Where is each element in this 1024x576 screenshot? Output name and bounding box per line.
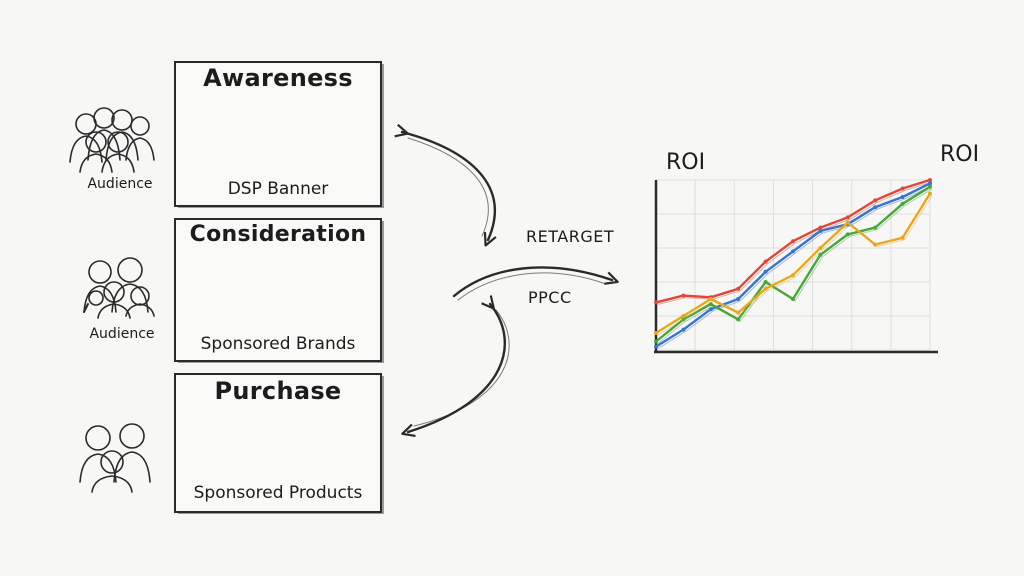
audience-label: Audience: [89, 326, 155, 342]
chart-point: [736, 286, 741, 291]
chart-point: [900, 186, 905, 191]
chart-series-line: [654, 182, 932, 348]
chart-point: [791, 297, 795, 301]
chart-point: [763, 280, 768, 284]
chart-point: [708, 297, 713, 301]
stage-label: Sponsored Brands: [200, 334, 356, 354]
stage-box-awareness: Awareness DSP Banner: [174, 61, 382, 207]
chart-point: [681, 293, 686, 298]
stage-label: DSP Banner: [227, 179, 329, 199]
stage-title: Purchase: [214, 377, 342, 405]
chart-point: [873, 198, 878, 203]
chart-point: [736, 317, 741, 322]
chart-point: [873, 205, 878, 210]
chart-point: [681, 314, 686, 318]
retarget-arrow: [402, 132, 495, 240]
chart-point: [736, 297, 741, 301]
roi-chart: [654, 178, 938, 354]
chart-point: [818, 229, 823, 233]
audience-crowd-icon: [79, 423, 151, 493]
purchase-return-arrow: [408, 304, 510, 432]
chart-series-sketch-stroke: [657, 181, 933, 305]
stage-box-consideration: Consideration Sponsored Brands: [174, 218, 382, 362]
chart-point: [928, 181, 932, 186]
chart-point: [708, 307, 713, 312]
chart-point: [845, 232, 850, 237]
chart-series-group: [654, 178, 933, 350]
chart-point: [928, 184, 932, 189]
chart-point: [818, 252, 823, 257]
chart-point: [763, 286, 768, 291]
chart-point: [654, 339, 658, 344]
ppcc-label: PPCC: [528, 288, 572, 307]
chart-series-sketch-stroke: [657, 195, 933, 336]
chart-point: [763, 259, 768, 264]
chart-point: [654, 344, 658, 349]
stage-label: Sponsored Products: [193, 483, 363, 503]
audience-label: Audience: [87, 176, 153, 192]
retarget-label: RETARGET: [526, 227, 615, 246]
chart-point: [900, 195, 905, 199]
ppcc-arrow: [452, 266, 612, 301]
chart-point: [873, 242, 878, 247]
chart-point: [654, 331, 658, 335]
chart-point: [873, 225, 878, 230]
chart-point: [928, 178, 932, 182]
stage-title: Consideration: [189, 222, 367, 247]
chart-point: [845, 220, 850, 225]
chart-point: [681, 327, 686, 332]
chart-point: [654, 300, 658, 305]
chart-point: [900, 201, 905, 206]
chart-point: [708, 302, 713, 307]
chart-point: [818, 225, 823, 230]
chart-grid: [656, 179, 931, 351]
chart-point: [736, 310, 741, 315]
chart-point: [791, 239, 795, 244]
chart-point: [818, 246, 823, 250]
chart-point: [928, 191, 932, 196]
chart-point: [845, 215, 850, 220]
chart-series-sketch-stroke: [657, 188, 933, 344]
audience-crowd-icon: [83, 257, 155, 319]
roi-axis-label: ROI: [666, 150, 706, 175]
stage-title: Awareness: [203, 64, 353, 92]
chart-point: [791, 273, 795, 278]
chart-point: [681, 317, 686, 322]
stage-box-purchase: Purchase Sponsored Products: [174, 373, 382, 513]
chart-point: [791, 249, 795, 254]
chart-point: [900, 235, 905, 240]
chart-series-sketch-stroke: [657, 184, 933, 350]
audience-crowd-icon: [69, 107, 155, 173]
chart-point: [763, 269, 768, 274]
roi-end-label: ROI: [940, 142, 980, 167]
